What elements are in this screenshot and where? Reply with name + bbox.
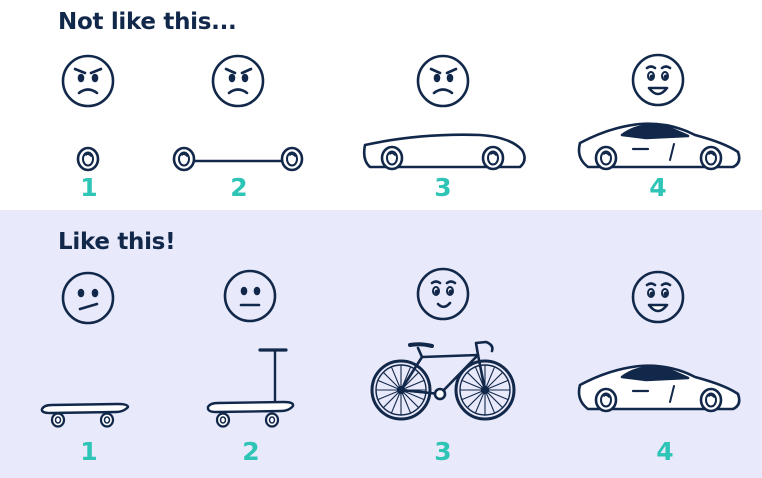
neutral-face	[225, 271, 275, 321]
wheels-with-axle	[174, 148, 302, 170]
angry-face-1	[63, 56, 113, 106]
sports-car-bottom	[579, 366, 739, 411]
scooter	[208, 350, 293, 427]
car-body-no-details	[364, 135, 524, 169]
wheel-only	[78, 148, 98, 170]
meh-face	[63, 273, 113, 323]
happy-face-top-4	[633, 55, 683, 105]
bicycle	[372, 342, 514, 419]
happy-face-bottom-4	[633, 272, 683, 322]
sports-car-top	[579, 124, 739, 169]
angry-face-3	[418, 56, 468, 106]
angry-face-2	[213, 56, 263, 106]
skateboard	[42, 404, 128, 427]
pleased-face	[418, 269, 468, 319]
